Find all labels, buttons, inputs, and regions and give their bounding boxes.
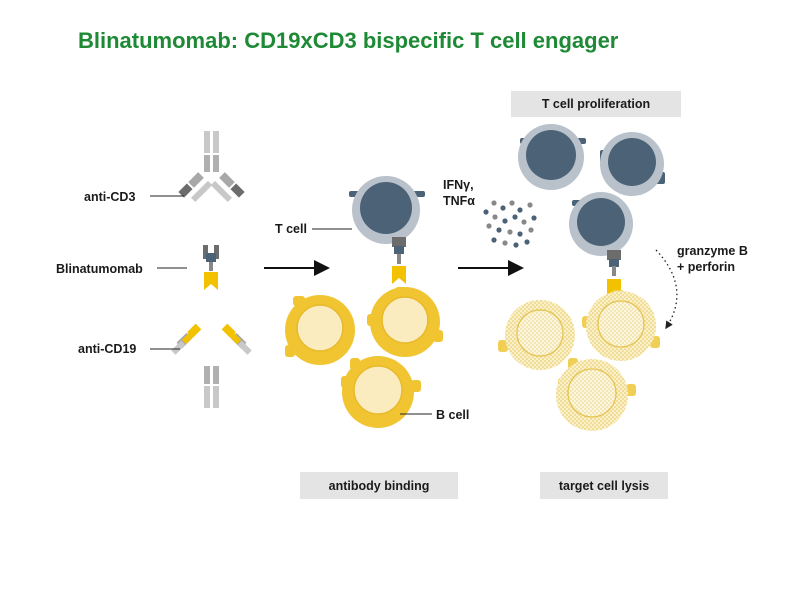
antibody-binding-caption: antibody binding (300, 472, 458, 499)
lysed-cell-left (498, 300, 578, 370)
b-cell-label: B cell (436, 408, 470, 422)
t-cell-proliferation-caption: T cell proliferation (511, 91, 681, 117)
b-cell-bottom (341, 356, 421, 428)
granzyme-label-line1: granzyme B (677, 244, 748, 258)
lysed-cell-bottom (556, 359, 636, 431)
t-cell-prolif-2 (600, 132, 665, 196)
target-cell-lysis-caption: target cell lysis (540, 472, 668, 499)
lysed-cell-right (582, 290, 660, 361)
blinatumomab-icon (203, 245, 219, 290)
cytokines-label-line1: IFNγ, (443, 178, 474, 192)
t-cell-label: T cell (275, 222, 307, 236)
blinatumomab-label: Blinatumomab (56, 262, 143, 276)
granzyme-label-line2: + perforin (677, 260, 735, 274)
anti-cd19-antibody-icon (171, 323, 252, 408)
anti-cd19-label: anti-CD19 (78, 342, 137, 356)
anti-cd3-label: anti-CD3 (84, 190, 136, 204)
cytokines-label-line2: TNFα (443, 194, 475, 208)
diagram-title: Blinatumomab: CD19xCD3 bispecific T cell… (78, 28, 619, 53)
b-cell-right (367, 287, 443, 357)
anti-cd3-antibody-icon (178, 131, 245, 203)
granzyme-arrow (655, 249, 678, 330)
t-cell-prolif-3 (569, 192, 633, 297)
t-cell-middle (349, 176, 425, 284)
cytokine-dots (483, 200, 537, 248)
t-cell-prolif-1 (518, 124, 586, 190)
b-cell-left (285, 295, 360, 370)
